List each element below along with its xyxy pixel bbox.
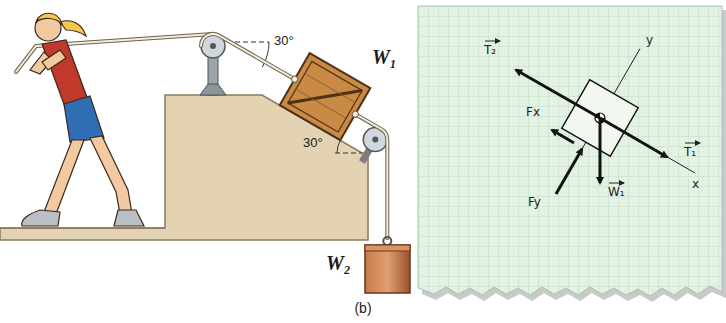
axis-label: y (646, 34, 653, 48)
angle-label: 30° (303, 136, 323, 151)
force-label: W₁ (608, 186, 625, 200)
force-label: T₂ (484, 44, 496, 58)
force-label: Fy (528, 196, 541, 210)
axis-label: x (692, 178, 699, 192)
weight-label: W₁ (372, 46, 397, 69)
force-label: Fx (526, 106, 540, 120)
angle-label: 30° (274, 34, 294, 49)
weight-label: W₂ (326, 252, 351, 275)
force-label: T₁ (684, 146, 696, 160)
figure-caption: (b) (354, 300, 371, 316)
